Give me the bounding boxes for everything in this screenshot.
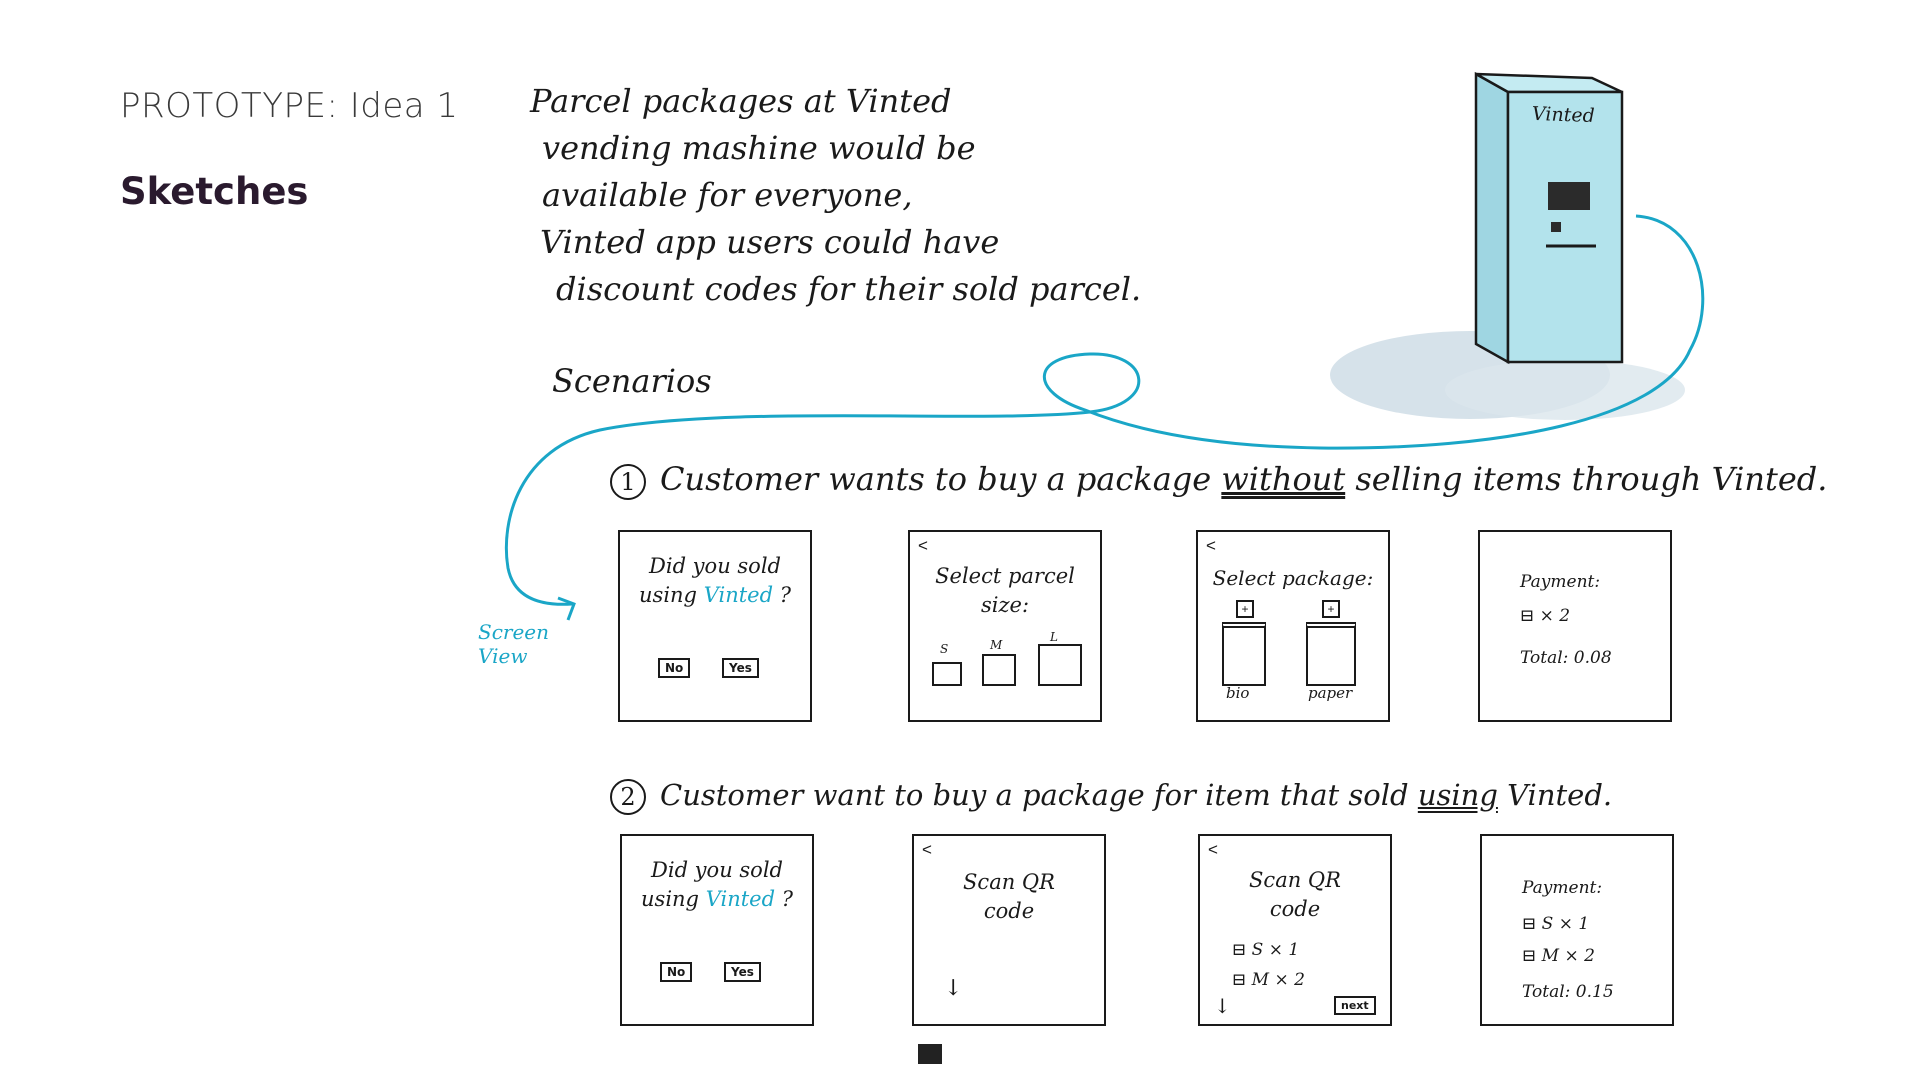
scenario-emphasis: without — [1221, 460, 1346, 498]
question-line: ? — [775, 887, 793, 911]
brand-name: Vinted — [703, 583, 774, 607]
question-line: ? — [773, 583, 791, 607]
screen-question: Did you sold using Vinted ? — [620, 552, 810, 610]
title-line: Select parcel — [935, 564, 1075, 588]
paper-package-icon[interactable] — [1306, 622, 1356, 686]
yes-button[interactable]: Yes — [722, 658, 759, 678]
brand-name: Vinted — [705, 887, 776, 911]
size-box-m[interactable] — [982, 654, 1016, 686]
back-icon[interactable]: < — [922, 840, 932, 859]
arrow-down-icon: ↓ — [1214, 994, 1231, 1018]
screen-view-label: Screen View — [478, 620, 549, 668]
prototype-label: PROTOTYPE: Idea 1 — [120, 86, 459, 126]
no-button[interactable]: No — [660, 962, 693, 982]
screen-view-line: Screen — [478, 620, 550, 644]
machine-front — [1506, 90, 1624, 364]
screen-sketch-select-size: < Select parcel size: S M L — [908, 530, 1102, 722]
scenarios-title: Scenarios — [552, 362, 712, 400]
intro-text: Parcel packages at Vinted vending mashin… — [530, 78, 1141, 313]
scenario-1-heading: 1 Customer wants to buy a package without… — [610, 460, 1827, 500]
intro-line: Parcel packages at Vinted — [530, 82, 952, 120]
size-label-l: L — [1050, 630, 1058, 644]
screen-view-line: View — [478, 644, 528, 668]
screen-title: Select parcel size: — [910, 562, 1100, 620]
size-label-m: M — [990, 638, 1003, 652]
machine-brand-label: Vinted — [1532, 102, 1595, 128]
question-line: Did you sold — [649, 554, 781, 578]
machine-screen — [1548, 182, 1590, 210]
scanned-item: ⊟ M × 2 — [1232, 970, 1305, 990]
scenario-text: Customer wants to buy a package — [660, 460, 1222, 498]
question-line: using — [641, 887, 706, 911]
scenario-number: 2 — [610, 779, 646, 815]
qr-code-icon — [918, 1044, 942, 1064]
connector-curve — [504, 214, 1705, 606]
screen-sketch-scan-qr: < Scan QR code ↓ — [912, 834, 1106, 1026]
scenario-text: Customer want to buy a package for item … — [660, 778, 1418, 812]
scenario-text: selling items through Vinted. — [1345, 460, 1828, 498]
add-bio-icon[interactable]: + — [1236, 600, 1254, 618]
bio-package-icon[interactable] — [1222, 622, 1266, 686]
machine-shadow — [1445, 360, 1685, 420]
yes-button[interactable]: Yes — [724, 962, 761, 982]
section-title: Sketches — [120, 170, 309, 213]
title-line: Scan QR — [1249, 868, 1341, 892]
intro-line: discount codes for their sold parcel. — [556, 270, 1142, 308]
connector-arrowhead — [557, 596, 576, 621]
screen-title: Scan QR code — [1200, 866, 1390, 924]
back-icon[interactable]: < — [1208, 840, 1218, 859]
arrow-down-icon: ↓ — [944, 976, 963, 1001]
scanned-item: ⊟ S × 1 — [1232, 940, 1300, 960]
payment-item: ⊟ M × 2 — [1522, 946, 1595, 966]
title-line: code — [983, 899, 1035, 923]
screen-sketch-payment: Payment: ⊟ × 2 Total: 0.08 — [1478, 530, 1672, 722]
screen-sketch-payment-2: Payment: ⊟ S × 1 ⊟ M × 2 Total: 0.15 — [1480, 834, 1674, 1026]
machine-side — [1474, 71, 1510, 365]
screen-sketch-scan-qr-items: < Scan QR code ⊟ S × 1 ⊟ M × 2 ↓ next — [1198, 834, 1392, 1026]
machine-card-slot — [1551, 222, 1561, 232]
bio-label: bio — [1226, 684, 1250, 702]
size-box-l[interactable] — [1038, 644, 1082, 686]
back-icon[interactable]: < — [918, 536, 928, 555]
scenario-2-heading: 2 Customer want to buy a package for item… — [610, 778, 1612, 815]
payment-total: Total: 0.15 — [1522, 982, 1614, 1002]
scenario-text: Vinted. — [1497, 778, 1613, 812]
screen-title: Scan QR code — [914, 868, 1104, 926]
scenario-number: 1 — [610, 464, 646, 500]
no-button[interactable]: No — [658, 658, 691, 678]
back-icon[interactable]: < — [1206, 536, 1216, 555]
title-line: size: — [980, 593, 1030, 617]
payment-title: Payment: — [1520, 572, 1601, 592]
screen-sketch-select-package: < Select package: + + bio paper — [1196, 530, 1390, 722]
payment-total: Total: 0.08 — [1520, 648, 1612, 668]
paper-label: paper — [1308, 684, 1353, 702]
intro-line: available for everyone, — [542, 176, 913, 214]
payment-title: Payment: — [1522, 878, 1603, 898]
screen-sketch-did-you-sell: Did you sold using Vinted ? No Yes — [618, 530, 812, 722]
payment-item: ⊟ × 2 — [1520, 606, 1571, 626]
title-line: code — [1269, 897, 1321, 921]
screen-question: Did you sold using Vinted ? — [622, 856, 812, 914]
next-button[interactable]: next — [1334, 996, 1376, 1015]
screen-sketch-did-you-sell-2: Did you sold using Vinted ? No Yes — [620, 834, 814, 1026]
payment-item: ⊟ S × 1 — [1522, 914, 1590, 934]
intro-line: vending mashine would be — [542, 129, 976, 167]
scenario-emphasis: using — [1417, 778, 1498, 812]
add-paper-icon[interactable]: + — [1322, 600, 1340, 618]
question-line: Did you sold — [651, 858, 783, 882]
title-line: Scan QR — [963, 870, 1055, 894]
screen-title: Select package: — [1212, 566, 1374, 590]
size-box-s[interactable] — [932, 662, 962, 686]
intro-line: Vinted app users could have — [540, 223, 1000, 261]
size-label-s: S — [940, 642, 949, 656]
question-line: using — [639, 583, 704, 607]
